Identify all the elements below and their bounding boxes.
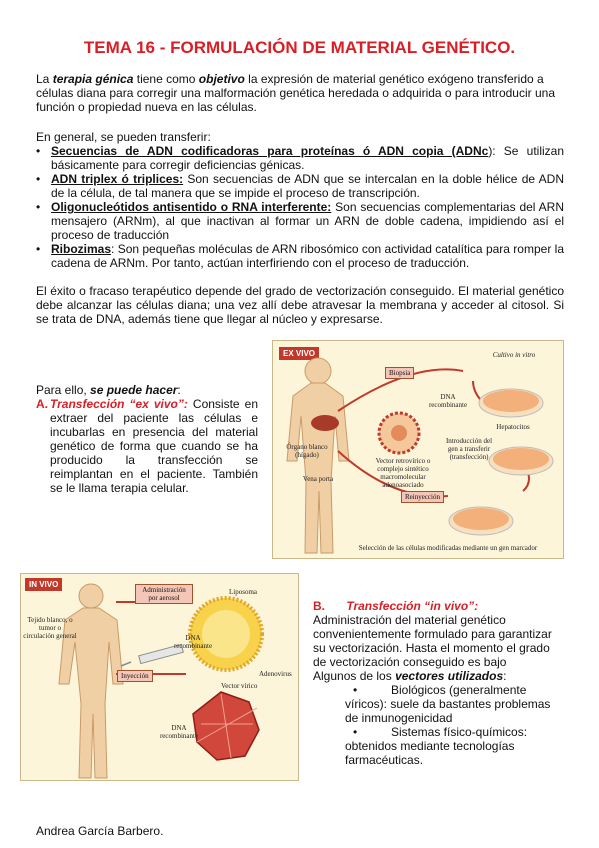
list-item: •Ribozimas: Son pequeñas moléculas de AR… xyxy=(36,242,564,270)
section-a-letter: A. xyxy=(36,397,48,411)
label-vena: Vena porta xyxy=(302,475,334,483)
syringe-icon xyxy=(120,643,184,667)
liposome-icon xyxy=(188,596,264,672)
label-hepatocitos: Hepatocitos xyxy=(496,423,530,431)
label-inyeccion: Inyección xyxy=(117,670,153,682)
page-title: TEMA 16 - FORMULACIÓN DE MATERIAL GENÉTI… xyxy=(83,38,516,57)
ex-vivo-figure: EX VIVO Biopsia Cultivo i xyxy=(272,340,564,559)
section-a: A. Transfección “ex vivo”: Consiste en e… xyxy=(36,397,258,495)
label-reinyeccion: Reinyección xyxy=(401,491,444,503)
petri-dish-icon xyxy=(478,388,544,418)
list-item: •Secuencias de ADN codificadoras para pr… xyxy=(36,144,564,172)
section-b-text: Administración del material genético con… xyxy=(313,613,552,669)
transfer-list: •Secuencias de ADN codificadoras para pr… xyxy=(36,144,564,270)
label-dna-1: DNA recombinante xyxy=(173,634,213,650)
label-liposoma: Liposoma xyxy=(229,588,257,596)
label-adenovirus: Adenovirus xyxy=(259,670,292,678)
retrovirus-icon xyxy=(377,411,421,455)
section-a-lead: Para ello, se puede hacer: xyxy=(36,383,181,397)
term-terapia-genica: terapia génica xyxy=(52,72,134,86)
section-b-letter: B. xyxy=(313,599,325,613)
label-tejido: Tejido blanco, o tumor o circulación gen… xyxy=(23,616,77,640)
term-objetivo: objetivo xyxy=(198,72,245,86)
label-vector: Vector vírico xyxy=(221,682,258,690)
label-introduccion: Introducción del gen a transferir (trans… xyxy=(445,437,493,461)
intro-text: La xyxy=(36,72,50,86)
ex-vivo-illustration xyxy=(286,357,554,554)
vector-bullet-2: •Sistemas físico-químicos: obtenidos med… xyxy=(345,725,528,767)
label-vector: Vector retrovírico o complejo sintético … xyxy=(375,457,431,489)
section-b-heading: Transfección “in vivo”: xyxy=(346,599,479,613)
section-a-text: Consiste en extraer del paciente las cél… xyxy=(50,397,258,495)
label-aerosol: Administración por aerosol xyxy=(135,584,193,604)
section-a-heading: Transfección “ex vivo”: xyxy=(50,397,188,411)
exito-paragraph: El éxito o fracaso terapéutico depende d… xyxy=(36,284,564,326)
list-intro: En general, se pueden transferir: xyxy=(36,130,211,144)
label-biopsia: Biopsia xyxy=(385,367,415,379)
liver-icon xyxy=(311,415,339,431)
label-dna-2: DNA recombinante xyxy=(159,724,199,740)
vectors-lead: Algunos de los vectores utilizados: xyxy=(313,669,507,683)
intro-text: la expresión de material genético exógen… xyxy=(36,72,555,114)
in-vivo-tag: IN VIVO xyxy=(25,578,63,591)
list-item: •Oligonucleótidos antisentido o RNA inte… xyxy=(36,200,564,242)
ex-vivo-tag: EX VIVO xyxy=(279,347,320,360)
label-seleccion: Selección de las células modificadas med… xyxy=(358,544,538,552)
label-organo: Órgano blanco (hígado) xyxy=(286,443,328,459)
human-body-icon xyxy=(58,583,124,779)
petri-dish-icon xyxy=(448,506,514,536)
petri-dish-icon xyxy=(488,446,554,476)
label-cultivo: Cultivo in vitro xyxy=(492,351,536,359)
intro-text: tiene como xyxy=(136,72,196,86)
in-vivo-illustration xyxy=(58,583,264,779)
footer-author: Andrea García Barbero. xyxy=(36,824,164,838)
viral-vector-icon xyxy=(192,691,260,761)
list-item: •ADN triplex ó triplices: Son secuencias… xyxy=(36,172,564,200)
in-vivo-figure: IN VIVO Administración por aerosol Lipos… xyxy=(20,573,299,781)
label-dna: DNA recombinante xyxy=(428,393,468,409)
vector-bullet-1: •Biológicos (generalmente víricos): suel… xyxy=(345,683,551,725)
section-b: B. Transfección “in vivo”: Administració… xyxy=(313,599,565,767)
intro-paragraph: La terapia génica tiene como objetivo la… xyxy=(36,72,564,114)
